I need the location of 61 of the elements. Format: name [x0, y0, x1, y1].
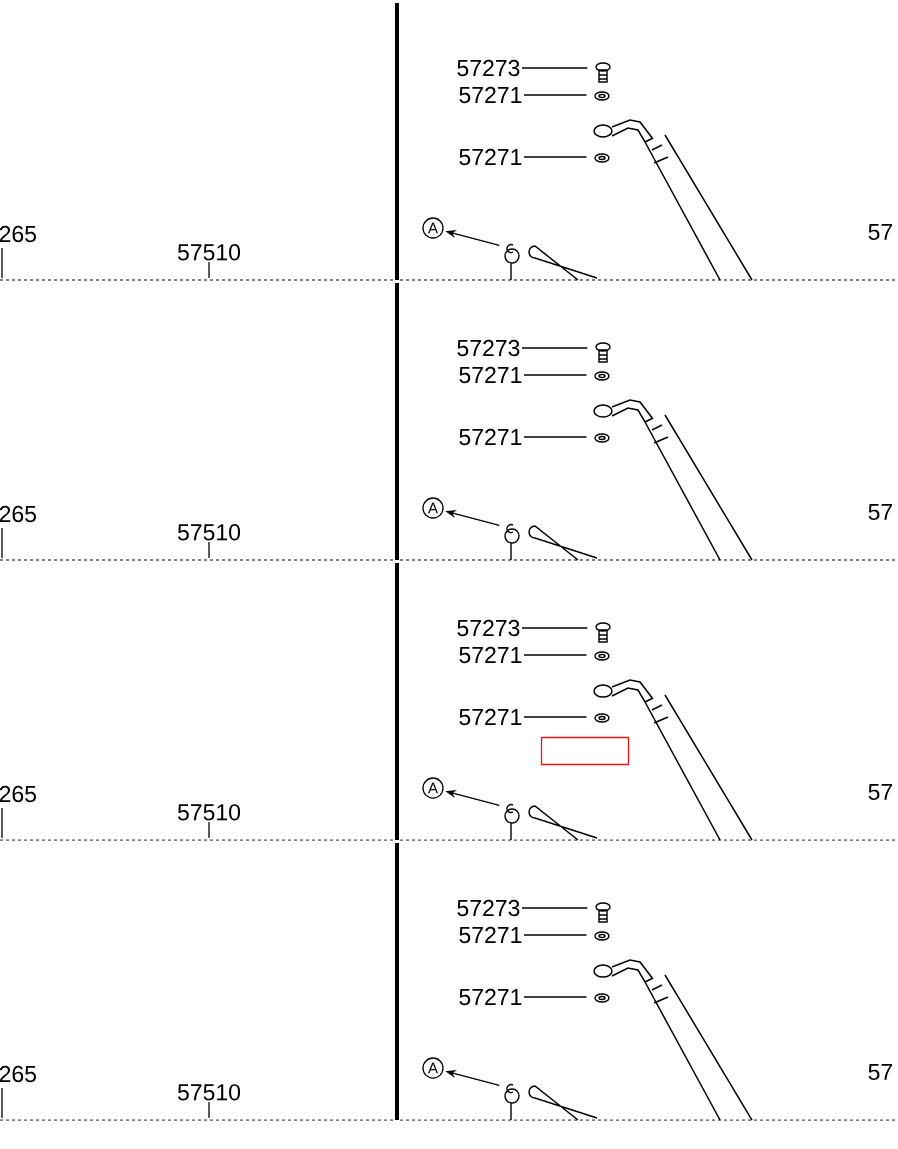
part-number: 57271	[459, 708, 522, 726]
washer-drawing	[594, 91, 610, 101]
screw-drawing	[595, 622, 611, 643]
clip-drawing	[504, 243, 520, 281]
washer-drawing	[594, 713, 610, 723]
leader-line	[521, 67, 589, 69]
part-number: 57	[868, 784, 893, 801]
part-number: 57510	[177, 244, 241, 261]
washer-drawing	[594, 371, 610, 381]
part-number: 57273	[457, 899, 520, 917]
washer-drawing	[594, 153, 610, 163]
part-number: 57273	[457, 619, 520, 637]
leader-line	[523, 716, 588, 718]
part-number: 57271	[459, 86, 522, 104]
leader-line	[1, 247, 3, 279]
part-number: 57510	[177, 524, 241, 541]
washer-drawing	[594, 433, 610, 443]
clip-drawing	[504, 523, 520, 561]
leader-line	[521, 627, 589, 629]
screw-drawing	[595, 62, 611, 83]
leader-line	[523, 934, 588, 936]
part-number: 57271	[459, 988, 522, 1006]
part-number: 57510	[177, 804, 241, 821]
leader-line	[523, 156, 588, 158]
leader-line	[208, 261, 210, 279]
leader-line	[1, 1087, 3, 1119]
part-number: 57271	[459, 646, 522, 664]
leader-line	[521, 347, 589, 349]
leader-line	[523, 374, 588, 376]
leader-line	[521, 907, 589, 909]
part-number: 57271	[459, 148, 522, 166]
leader-line	[523, 654, 588, 656]
part-number: 57271	[459, 926, 522, 944]
washer-drawing	[594, 993, 610, 1003]
washer-drawing	[594, 651, 610, 661]
part-number: 265	[0, 225, 36, 243]
leader-line	[208, 541, 210, 559]
leader-line	[208, 821, 210, 839]
clip-drawing	[504, 803, 520, 841]
part-number: 57510	[177, 1084, 241, 1101]
washer-drawing	[594, 931, 610, 941]
part-number: 57271	[459, 428, 522, 446]
leader-line	[1, 807, 3, 839]
part-number: 265	[0, 785, 36, 803]
highlight-box	[540, 736, 630, 766]
part-number: 265	[0, 1065, 36, 1083]
leader-line	[523, 996, 588, 998]
part-number: 265	[0, 505, 36, 523]
clip-drawing	[504, 1083, 520, 1121]
leader-line	[1, 527, 3, 559]
part-number: 57	[868, 224, 893, 241]
leader-line	[208, 1101, 210, 1119]
part-number: 57	[868, 1064, 893, 1081]
part-number: 57271	[459, 366, 522, 384]
leader-line	[523, 94, 588, 96]
part-number: 57273	[457, 59, 520, 77]
leader-line	[523, 436, 588, 438]
screw-drawing	[595, 342, 611, 363]
part-number: 57273	[457, 339, 520, 357]
part-number: 57	[868, 504, 893, 521]
screw-drawing	[595, 902, 611, 923]
